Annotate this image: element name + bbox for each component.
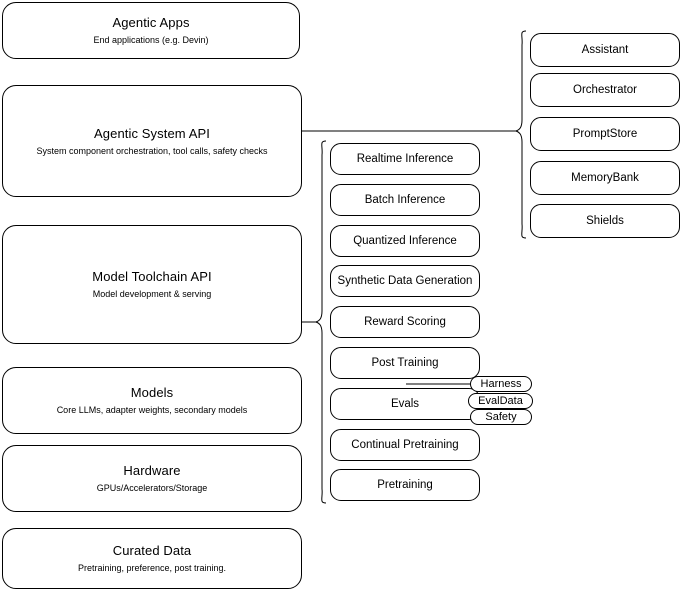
component-label: Quantized Inference <box>353 235 457 247</box>
layer-agentic-system-api[interactable]: Agentic System API System component orch… <box>2 85 302 197</box>
layer-hardware[interactable]: Hardware GPUs/Accelerators/Storage <box>2 445 302 512</box>
component-label: Reward Scoring <box>364 316 446 328</box>
layer-subtitle: End applications (e.g. Devin) <box>93 35 209 45</box>
layer-title: Model Toolchain API <box>92 269 212 284</box>
pill-harness[interactable]: Harness <box>470 376 532 392</box>
component-label: Pretraining <box>377 479 433 491</box>
pill-label: EvalData <box>478 394 523 407</box>
layer-curated-data[interactable]: Curated Data Pretraining, preference, po… <box>2 528 302 589</box>
component-label: Assistant <box>581 44 629 56</box>
component-promptstore[interactable]: PromptStore <box>530 117 680 151</box>
component-label: Realtime Inference <box>356 153 454 165</box>
component-reward-scoring[interactable]: Reward Scoring <box>330 306 480 338</box>
component-label: Continual Pretraining <box>351 439 459 451</box>
layer-subtitle: System component orchestration, tool cal… <box>36 145 268 156</box>
layer-title: Agentic System API <box>94 125 210 141</box>
component-batch-inference[interactable]: Batch Inference <box>330 184 480 216</box>
component-synthetic-data-generation[interactable]: Synthetic Data Generation <box>330 265 480 297</box>
layer-agentic-apps[interactable]: Agentic Apps End applications (e.g. Devi… <box>2 2 300 59</box>
layer-subtitle: GPUs/Accelerators/Storage <box>96 483 208 493</box>
component-memorybank[interactable]: MemoryBank <box>530 161 680 195</box>
layer-subtitle: Model development & serving <box>92 289 212 299</box>
component-label: Shields <box>586 215 624 227</box>
component-label: Batch Inference <box>364 194 446 206</box>
layer-title: Curated Data <box>112 543 192 558</box>
middle-bracket <box>314 140 327 504</box>
layer-subtitle: Core LLMs, adapter weights, secondary mo… <box>56 405 248 415</box>
layer-title: Hardware <box>123 463 181 478</box>
pill-label: Safety <box>485 410 517 423</box>
component-shields[interactable]: Shields <box>530 204 680 238</box>
layer-model-toolchain-api[interactable]: Model Toolchain API Model development & … <box>2 225 302 344</box>
component-label: PromptStore <box>572 128 638 140</box>
component-label: Evals <box>390 398 420 410</box>
component-label: Post Training <box>371 357 439 369</box>
layer-models[interactable]: Models Core LLMs, adapter weights, secon… <box>2 367 302 434</box>
component-evals[interactable]: Evals <box>330 388 480 420</box>
pill-evaldata[interactable]: EvalData <box>468 393 533 409</box>
layer-title: Agentic Apps <box>112 15 190 30</box>
pill-label: Harness <box>480 377 522 390</box>
component-quantized-inference[interactable]: Quantized Inference <box>330 225 480 257</box>
layer-subtitle: Pretraining, preference, post training. <box>77 563 227 573</box>
component-post-training[interactable]: Post Training <box>330 347 480 379</box>
component-continual-pretraining[interactable]: Continual Pretraining <box>330 429 480 461</box>
component-orchestrator[interactable]: Orchestrator <box>530 73 680 107</box>
component-label: Orchestrator <box>573 84 637 96</box>
component-realtime-inference[interactable]: Realtime Inference <box>330 143 480 175</box>
right-bracket <box>514 30 527 239</box>
pill-safety[interactable]: Safety <box>470 409 532 425</box>
component-label: Synthetic Data Generation <box>337 275 473 287</box>
component-assistant[interactable]: Assistant <box>530 33 680 67</box>
component-label: MemoryBank <box>571 172 639 184</box>
layer-title: Models <box>130 385 174 400</box>
component-pretraining[interactable]: Pretraining <box>330 469 480 501</box>
